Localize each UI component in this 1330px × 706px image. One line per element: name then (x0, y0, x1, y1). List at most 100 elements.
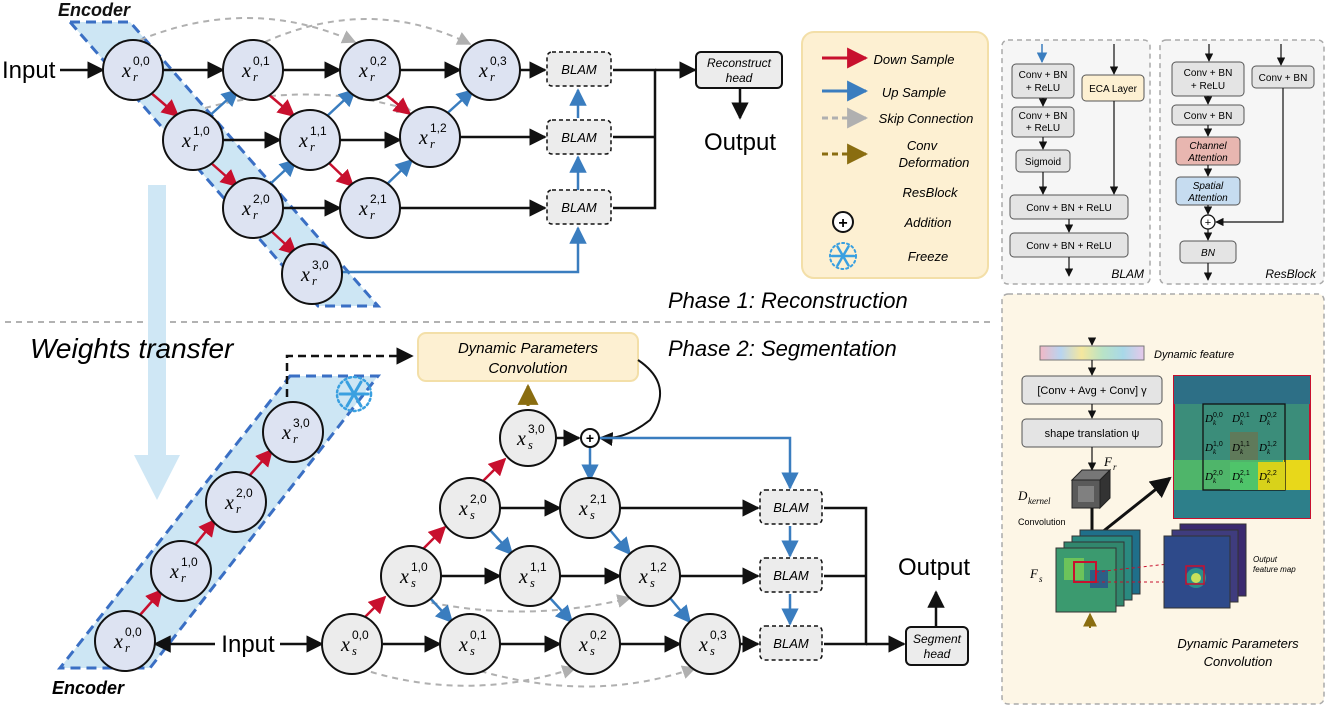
svg-text:Spatial: Spatial (1193, 181, 1224, 192)
encoder-down-bottom (139, 448, 274, 616)
svg-text:x: x (358, 60, 368, 82)
svg-text:k: k (1267, 477, 1271, 485)
dpc-panel: Dynamic feature [Conv + Avg + Conv] γ sh… (1001, 293, 1325, 705)
svg-text:Dynamic Parameters: Dynamic Parameters (1177, 636, 1299, 651)
svg-text:+ ReLU: + ReLU (1026, 83, 1060, 94)
svg-text:s: s (470, 644, 475, 658)
svg-text:k: k (1240, 477, 1244, 485)
legend-resblock: ResBlock (903, 185, 959, 200)
svg-text:BLAM: BLAM (561, 200, 597, 215)
svg-text:x: x (169, 561, 179, 583)
kernel-cell: D (1204, 442, 1213, 454)
svg-text:head: head (726, 71, 753, 85)
svg-text:0,3: 0,3 (490, 54, 507, 68)
svg-text:0,2: 0,2 (590, 628, 607, 642)
svg-text:0,1: 0,1 (1240, 412, 1250, 419)
svg-text:s: s (470, 508, 475, 522)
svg-text:Sigmoid: Sigmoid (1025, 157, 1061, 168)
resblock-panel-title: ResBlock (1265, 267, 1317, 281)
svg-text:x: x (241, 60, 251, 82)
svg-text:BLAM: BLAM (773, 636, 809, 651)
svg-text:s: s (590, 508, 595, 522)
svg-text:x: x (478, 60, 488, 82)
svg-text:Reconstruct: Reconstruct (707, 56, 772, 70)
svg-text:s: s (710, 644, 715, 658)
svg-text:F: F (1103, 454, 1113, 469)
svg-text:r: r (310, 140, 315, 154)
phase2-label: Phase 2: Segmentation (668, 336, 897, 361)
snowflake-icon (829, 242, 857, 270)
svg-text:x: x (298, 130, 308, 152)
svg-text:BLAM: BLAM (561, 62, 597, 77)
svg-text:r: r (125, 641, 130, 655)
svg-text:2,1: 2,1 (370, 192, 387, 206)
svg-text:k: k (1240, 448, 1244, 456)
svg-text:r: r (312, 274, 317, 288)
svg-text:shape translation ψ: shape translation ψ (1045, 428, 1140, 440)
legend-conv-def-2: Deformation (899, 155, 970, 170)
encoder-label-bottom: Encoder (52, 678, 125, 698)
kernel-cell: D (1258, 413, 1267, 425)
svg-text:x: x (516, 428, 526, 450)
svg-text:Channel: Channel (1189, 141, 1227, 152)
blam-top-2: BLAM (546, 119, 612, 155)
svg-text:1,1: 1,1 (310, 124, 327, 138)
svg-text:x: x (399, 566, 409, 588)
output-feature-map (1163, 523, 1247, 609)
svg-text:feature map: feature map (1253, 565, 1296, 574)
weights-transfer-label: Weights transfer (30, 333, 235, 364)
svg-text:Convolution: Convolution (1204, 654, 1273, 669)
svg-text:1,2: 1,2 (650, 560, 667, 574)
svg-text:k: k (1267, 448, 1271, 456)
legend: Down Sample Up Sample Skip Connection Co… (801, 31, 989, 279)
svg-text:x: x (113, 631, 123, 653)
svg-text:x: x (358, 198, 368, 220)
svg-text:[Conv + Avg + Conv] γ: [Conv + Avg + Conv] γ (1037, 385, 1147, 397)
dynamic-feature-bar (1039, 345, 1145, 361)
svg-text:0,1: 0,1 (470, 628, 487, 642)
svg-text:s: s (650, 576, 655, 590)
svg-text:x: x (458, 634, 468, 656)
encoder-label-top: Encoder (58, 0, 131, 20)
svg-text:s: s (352, 644, 357, 658)
svg-text:0,0: 0,0 (352, 628, 369, 642)
blam-panel-title: BLAM (1111, 267, 1144, 281)
up-sample-top (206, 88, 587, 274)
svg-text:0,0: 0,0 (125, 625, 142, 639)
svg-text:2,2: 2,2 (1267, 470, 1277, 477)
svg-text:2,0: 2,0 (470, 492, 487, 506)
svg-text:Segment: Segment (913, 632, 962, 646)
output-label-bottom: Output (898, 554, 970, 581)
svg-text:x: x (518, 566, 528, 588)
svg-text:Attention: Attention (1187, 153, 1228, 164)
blam-panel: Conv + BN + ReLU Conv + BN + ReLU Sigmoi… (1001, 39, 1151, 285)
svg-text:k: k (1213, 477, 1217, 485)
svg-text:0,2: 0,2 (370, 54, 387, 68)
svg-text:1,1: 1,1 (1240, 441, 1250, 448)
svg-text:+ ReLU: + ReLU (1026, 123, 1060, 134)
legend-freeze: Freeze (908, 249, 948, 264)
svg-text:0,1: 0,1 (253, 54, 270, 68)
svg-text:2,1: 2,1 (590, 492, 607, 506)
blam-top-3: BLAM (546, 189, 612, 225)
kernel-cell: D (1231, 442, 1240, 454)
feature-map-stack (1055, 529, 1141, 613)
svg-text:x: x (418, 127, 428, 149)
svg-text:r: r (1113, 462, 1117, 472)
svg-text:k: k (1267, 419, 1271, 427)
svg-text:x: x (281, 422, 291, 444)
svg-text:r: r (293, 432, 298, 446)
kernel-cell: D (1258, 471, 1267, 483)
svg-text:0,0: 0,0 (133, 54, 150, 68)
svg-text:x: x (698, 634, 708, 656)
svg-text:s: s (528, 438, 533, 452)
